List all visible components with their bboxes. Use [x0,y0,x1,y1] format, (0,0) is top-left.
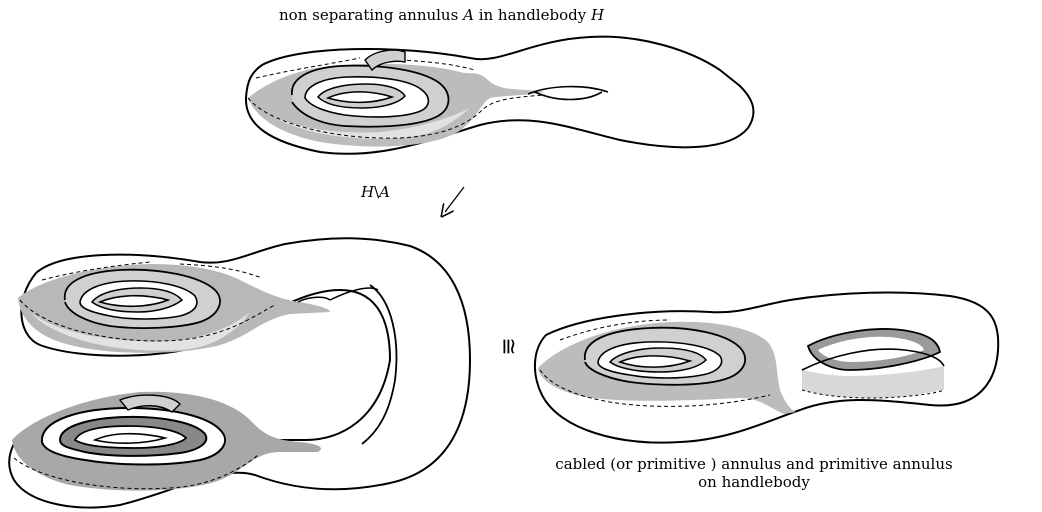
top-annulus-shade-light [262,108,470,139]
top-hole-right [527,85,609,101]
quotient-label: H\A [361,183,390,201]
top-crossing-band [364,49,406,72]
top-caption: non separating annulus A in handlebody H [279,6,604,24]
quotient-op: \ [374,183,380,201]
top-caption-text: non separating annulus [279,6,459,24]
down-left-arrow [445,186,465,212]
right-annulus-dashed [539,319,771,407]
cut-handlebody [8,237,472,509]
right-handlebody [533,291,1000,444]
quotient-A: A [379,183,390,201]
cut-upper-hole [97,294,171,308]
quotient-H: H [361,183,375,201]
bottom-caption-line1: cabled (or primitive ) annulus and primi… [555,455,953,473]
top-annulus-dashed-2 [255,57,476,79]
top-caption-H: H [590,6,605,24]
cut-upper-light [30,312,250,351]
primitive-annulus-dashed [801,389,945,399]
cut-lower-crossing [118,394,181,413]
primitive-annulus-wall [802,366,944,398]
primitive-annulus-edge [801,348,945,371]
bottom-caption-line2: on handlebody [698,473,810,491]
right-hole-left [617,355,693,368]
top-hole-left [325,91,395,104]
cut-lower-dashed [13,454,259,490]
top-caption-in: in handlebody [478,6,587,24]
bottom-caption: cabled (or primitive ) annulus and primi… [506,455,1002,491]
cut-lower-hole [92,432,169,444]
top-caption-A: A [463,6,474,24]
cut-upper-dashed [19,261,276,342]
top-handlebody [244,35,755,155]
cut-inner-arc [361,284,398,445]
